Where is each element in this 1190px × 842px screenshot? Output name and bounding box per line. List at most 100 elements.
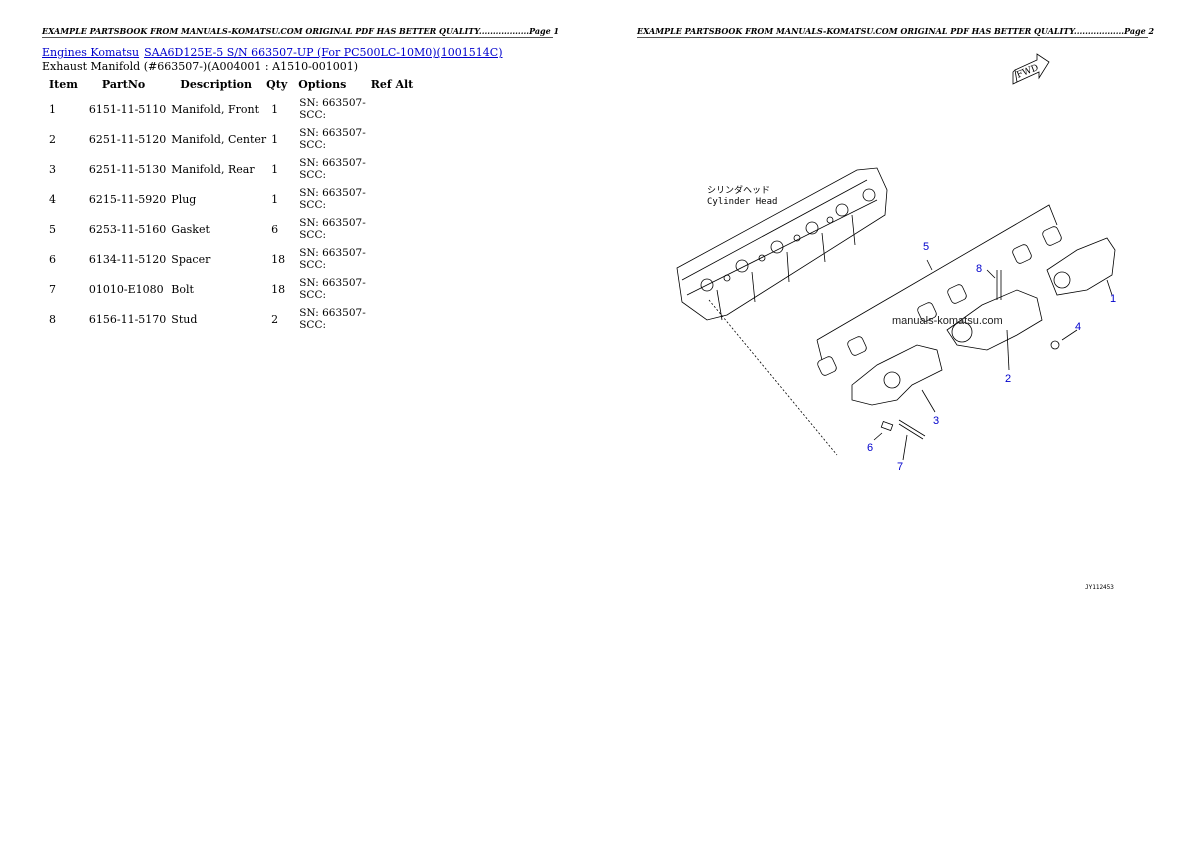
- spacer-drawing: [880, 420, 894, 432]
- breadcrumb: Engines Komatsu SAA6D125E-5 S/N 663507-UP…: [42, 46, 508, 59]
- cell-qty: 18: [271, 252, 286, 266]
- cell-qty: 2: [271, 312, 279, 326]
- options-sn: SN: 663507-: [299, 157, 366, 169]
- cell-item: 1: [49, 102, 56, 116]
- parts-table: Item PartNo Description Qty Options Ref …: [44, 76, 419, 334]
- cell-qty: 1: [271, 162, 279, 176]
- options-sn: SN: 663507-: [299, 217, 366, 229]
- cell-partno: 6151-11-5110: [88, 102, 167, 116]
- callout-8: 8: [976, 263, 982, 275]
- cell-partno: 6156-11-5170: [88, 312, 167, 326]
- col-description: Description: [180, 77, 252, 91]
- options-scc: SCC:: [299, 259, 327, 271]
- cell-qty: 1: [271, 102, 279, 116]
- cell-partno: 6253-11-5160: [88, 222, 167, 236]
- options-sn: SN: 663507-: [299, 277, 366, 289]
- cell-item: 7: [49, 282, 56, 296]
- manifold-rear-drawing: [851, 344, 943, 406]
- cell-description: Spacer: [171, 252, 211, 266]
- cell-item: 2: [49, 132, 56, 146]
- cell-options: SN: 663507-SCC:: [293, 94, 366, 124]
- manifold-front-drawing: [1046, 237, 1116, 296]
- breadcrumb-link-engines[interactable]: Engines Komatsu: [42, 46, 140, 59]
- options-scc: SCC:: [299, 319, 327, 331]
- col-refalt: Ref Alt: [370, 77, 414, 91]
- options-scc: SCC:: [299, 199, 327, 211]
- stud-drawing: [996, 270, 1002, 300]
- options-sn: SN: 663507-: [299, 307, 366, 319]
- cell-refalt: [366, 94, 420, 124]
- cell-item: 8: [49, 312, 56, 326]
- options-scc: SCC:: [299, 169, 327, 181]
- cell-item: 6: [49, 252, 56, 266]
- options-scc: SCC:: [299, 289, 327, 301]
- cell-description: Manifold, Front: [171, 102, 259, 116]
- col-qty: Qty: [266, 77, 288, 91]
- page-title: Exhaust Manifold (#663507-)(A004001 : A1…: [42, 60, 359, 73]
- table-row: 5 6253-11-5160 Gasket 6 SN: 663507-SCC:: [44, 214, 419, 244]
- cell-item: 4: [49, 192, 56, 206]
- options-sn: SN: 663507-: [299, 187, 366, 199]
- cell-partno: 6215-11-5920: [88, 192, 167, 206]
- page-header-2: EXAMPLE PARTSBOOK FROM MANUALS-KOMATSU.C…: [637, 26, 1155, 38]
- breadcrumb-link-model[interactable]: SAA6D125E-5 S/N 663507-UP (For PC500LC-1…: [144, 46, 503, 59]
- cell-partno: 6251-11-5130: [88, 162, 167, 176]
- cell-options: SN: 663507-SCC:: [293, 304, 366, 334]
- cell-partno: 01010-E1080: [88, 282, 164, 296]
- table-row: 7 01010-E1080 Bolt 18 SN: 663507-SCC:: [44, 274, 419, 304]
- cell-item: 5: [49, 222, 56, 236]
- cell-description: Plug: [171, 192, 197, 206]
- svg-text:FWD: FWD: [1015, 63, 1040, 81]
- table-row: 4 6215-11-5920 Plug 1 SN: 663507-SCC:: [44, 184, 419, 214]
- gasket-drawings: [817, 226, 1062, 376]
- callout-1: 1: [1110, 293, 1116, 305]
- cell-description: Gasket: [171, 222, 210, 236]
- options-scc: SCC:: [299, 139, 327, 151]
- cell-refalt: [366, 304, 420, 334]
- table-row: 1 6151-11-5110 Manifold, Front 1 SN: 663507-…: [44, 94, 419, 124]
- options-sn: SN: 663507-: [299, 127, 366, 139]
- cell-description: Stud: [171, 312, 198, 326]
- options-sn: SN: 663507-: [299, 247, 366, 259]
- drawing-code: JY112453: [1085, 584, 1114, 591]
- cell-partno: 6134-11-5120: [88, 252, 167, 266]
- callout-5: 5: [923, 241, 929, 253]
- cell-qty: 6: [271, 222, 279, 236]
- bolt-drawing: [898, 419, 926, 440]
- cell-qty: 1: [271, 192, 279, 206]
- cell-options: SN: 663507-SCC:: [293, 244, 366, 274]
- cell-refalt: [366, 124, 420, 154]
- callout-3: 3: [933, 415, 939, 427]
- callout-6: 6: [867, 442, 873, 454]
- table-header-row: Item PartNo Description Qty Options Ref …: [44, 76, 419, 94]
- cell-description: Manifold, Rear: [171, 162, 255, 176]
- col-item: Item: [49, 77, 78, 91]
- table-row: 8 6156-11-5170 Stud 2 SN: 663507-SCC:: [44, 304, 419, 334]
- options-scc: SCC:: [299, 229, 327, 241]
- cell-qty: 1: [271, 132, 279, 146]
- page-header-1: EXAMPLE PARTSBOOK FROM MANUALS-KOMATSU.C…: [42, 26, 560, 38]
- cell-options: SN: 663507-SCC:: [293, 184, 366, 214]
- table-row: 3 6251-11-5130 Manifold, Rear 1 SN: 663507-S…: [44, 154, 419, 184]
- cylinder-head-label-jp: シリンダヘッド: [707, 184, 770, 196]
- cell-qty: 18: [271, 282, 286, 296]
- table-row: 6 6134-11-5120 Spacer 18 SN: 663507-SCC:: [44, 244, 419, 274]
- cell-description: Bolt: [171, 282, 194, 296]
- manifold-center-drawing: [946, 289, 1043, 351]
- cylinder-head-label-en: Cylinder Head: [707, 197, 777, 207]
- cell-partno: 6251-11-5120: [88, 132, 167, 146]
- watermark: manuals-komatsu.com: [892, 315, 1003, 327]
- col-options: Options: [298, 77, 347, 91]
- cell-options: SN: 663507-SCC:: [293, 214, 366, 244]
- callout-2: 2: [1005, 373, 1011, 385]
- cell-options: SN: 663507-SCC:: [293, 274, 366, 304]
- cell-refalt: [366, 214, 420, 244]
- options-sn: SN: 663507-: [299, 97, 366, 109]
- cell-refalt: [366, 244, 420, 274]
- cell-refalt: [366, 274, 420, 304]
- cell-item: 3: [49, 162, 56, 176]
- callout-4: 4: [1075, 321, 1081, 333]
- cell-refalt: [366, 154, 420, 184]
